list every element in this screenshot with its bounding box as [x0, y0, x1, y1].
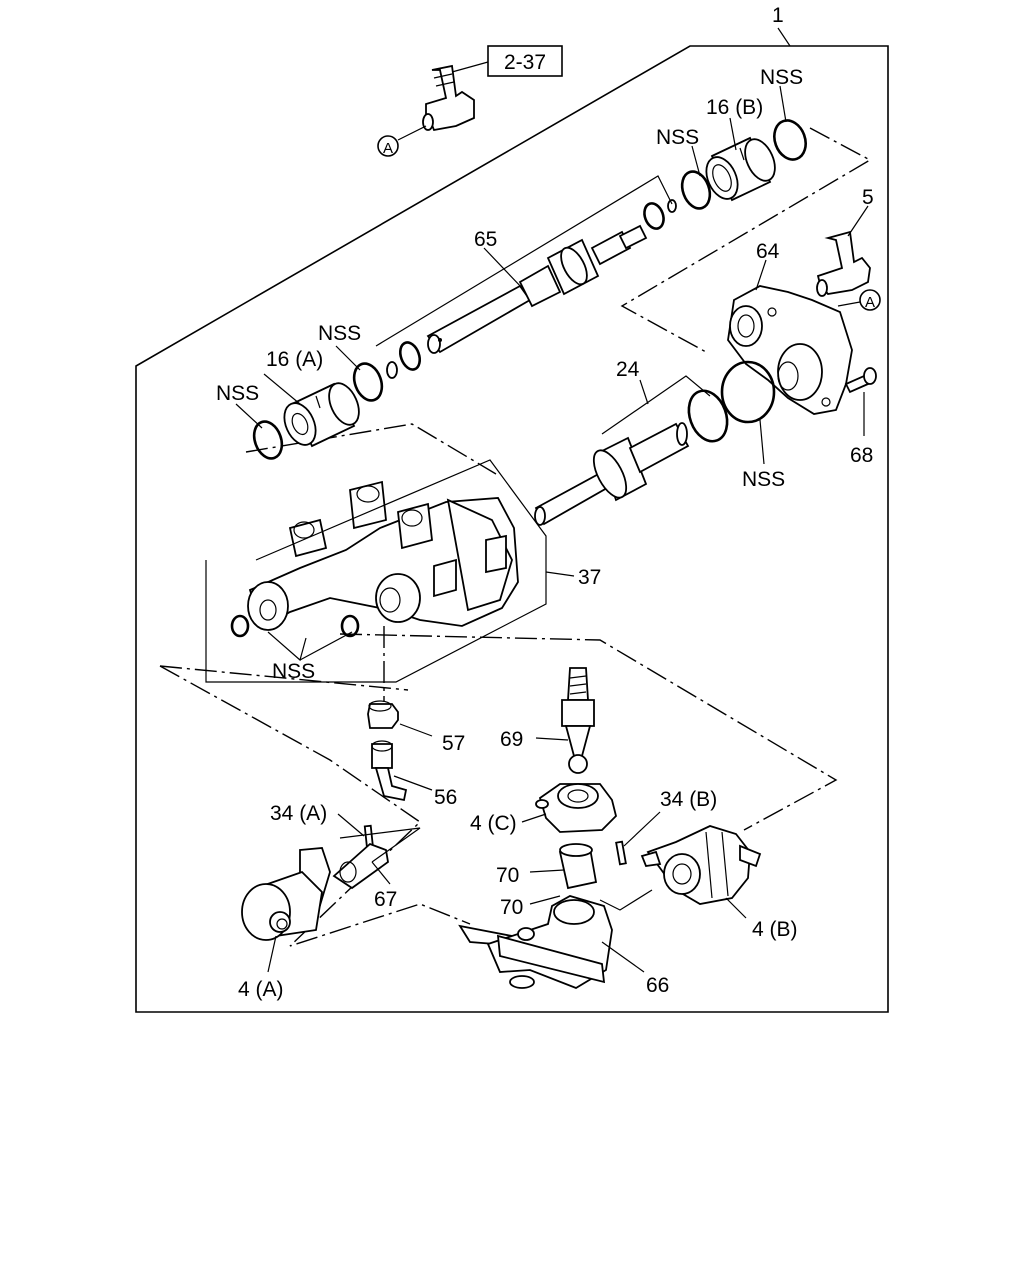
cross-ref-label: 2-37	[504, 51, 546, 74]
pin-34b	[615, 840, 627, 866]
label-part-34b: 34 (B)	[660, 788, 717, 811]
label-part-5: 5	[862, 186, 874, 209]
label-part-69: 69	[500, 728, 523, 751]
o-ring-nss-top	[773, 119, 807, 161]
label-part-16b: 16 (B)	[706, 96, 763, 119]
o-ring-nss-body-left	[230, 614, 250, 638]
label-part-66: 66	[646, 974, 669, 997]
label-part-4a: 4 (A)	[238, 978, 284, 1001]
label-nss-5: NSS	[742, 468, 785, 491]
stud-69	[561, 667, 595, 774]
elbow-fitting-top	[422, 64, 475, 132]
label-part-1: 1	[772, 4, 784, 27]
label-part-24: 24	[616, 358, 640, 381]
nut-57	[367, 700, 399, 729]
cross-ref-box: 2-37	[451, 45, 563, 77]
label-part-37: 37	[578, 566, 601, 589]
label-nss-3: NSS	[318, 322, 361, 345]
housing-4b	[640, 825, 762, 905]
ring-70-upper	[558, 843, 598, 890]
washer-ring	[643, 202, 665, 230]
sleeve-16a	[283, 382, 360, 448]
valve-body-37	[247, 480, 519, 631]
label-nss-6: NSS	[272, 660, 315, 683]
label-part-16a: 16 (A)	[266, 348, 323, 371]
label-part-65: 65	[474, 228, 497, 251]
o-ring-small-left	[398, 341, 422, 371]
label-part-57: 57	[442, 732, 465, 755]
label-nss-4: NSS	[216, 382, 259, 405]
o-ring-nss-body-right	[340, 614, 360, 638]
label-part-70-lower: 70	[500, 896, 523, 919]
bolt-68	[844, 367, 877, 394]
elbow-fitting-5	[816, 230, 871, 297]
circle-marker-a-right: A	[837, 289, 881, 311]
washer-small	[667, 199, 677, 213]
label-part-4c: 4 (C)	[470, 812, 517, 835]
washer-small-left	[386, 361, 398, 379]
pipe-56	[371, 740, 408, 802]
label-part-68: 68	[850, 444, 873, 467]
label-part-67: 67	[374, 888, 397, 911]
svg-text:A: A	[865, 294, 875, 311]
label-part-70-upper: 70	[496, 864, 519, 887]
o-ring-nss-4	[252, 420, 284, 460]
circle-marker-a-top: A	[377, 125, 427, 157]
housing-4c	[535, 783, 617, 833]
cover-64	[727, 285, 853, 415]
o-ring-nss-large	[720, 360, 776, 424]
label-nss-2: NSS	[656, 126, 699, 149]
o-ring-nss-3	[352, 362, 384, 402]
label-nss-1: NSS	[760, 66, 803, 89]
label-part-4b: 4 (B)	[752, 918, 798, 941]
sleeve-16b	[705, 136, 776, 202]
shaft-65	[426, 224, 648, 354]
o-ring-nss-2	[680, 170, 712, 210]
label-part-64: 64	[756, 240, 780, 263]
label-part-56: 56	[434, 786, 457, 809]
label-part-34a: 34 (A)	[270, 802, 327, 825]
assembly-frame	[135, 45, 889, 1013]
housing-4a	[241, 847, 331, 941]
piston-24	[534, 422, 690, 526]
o-ring-nss-medium	[687, 389, 729, 443]
fork-67	[332, 842, 389, 890]
bracket-66	[458, 895, 613, 989]
svg-text:A: A	[383, 140, 393, 157]
